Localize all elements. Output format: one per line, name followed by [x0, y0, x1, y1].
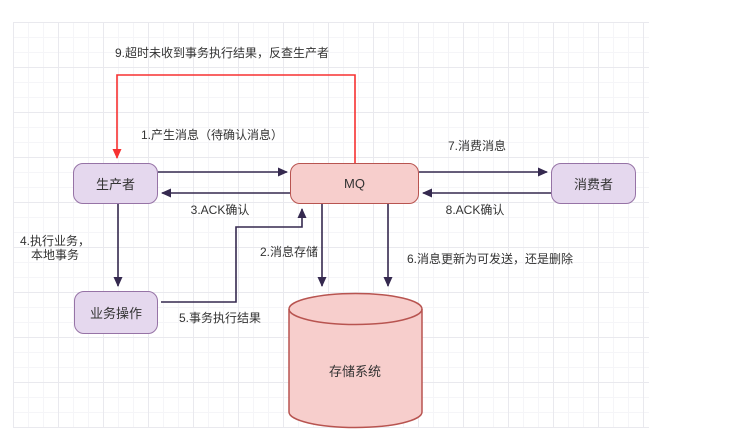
storage-cylinder-rim: [288, 308, 423, 326]
node-mq-label: MQ: [344, 176, 365, 191]
label-9-timeout-recheck: 9.超时未收到事务执行结果，反查生产者: [114, 46, 330, 60]
label-2-message-store: 2.消息存储: [259, 245, 319, 259]
node-consumer-label: 消费者: [573, 177, 613, 192]
edge-9-timeout-recheck: [112, 74, 356, 163]
node-mq: MQ: [290, 163, 419, 204]
node-business-operation-label: 业务操作: [89, 306, 142, 321]
storage-cylinder-body: [288, 292, 423, 429]
node-producer-label: 生产者: [95, 177, 135, 192]
edge-5-transaction-result: [161, 208, 307, 303]
node-consumer: 消费者: [551, 163, 636, 204]
label-1-produce-message: 1.产生消息（待确认消息）: [140, 128, 284, 142]
label-3-ack-confirm: 3.ACK确认: [190, 203, 250, 217]
label-8-ack-confirm: 8.ACK确认: [445, 203, 505, 217]
storage-cylinder: [288, 292, 423, 429]
node-business-operation: 业务操作: [74, 291, 158, 334]
label-5-transaction-result: 5.事务执行结果: [178, 311, 262, 325]
node-producer: 生产者: [73, 163, 158, 204]
label-7-consume-message: 7.消费消息: [447, 139, 507, 153]
node-storage-label: 存储系统: [328, 364, 382, 379]
label-4-execute-business: 4.执行业务， 本地事务: [19, 234, 91, 262]
label-6-message-update: 6.消息更新为可发送，还是删除: [406, 252, 574, 266]
